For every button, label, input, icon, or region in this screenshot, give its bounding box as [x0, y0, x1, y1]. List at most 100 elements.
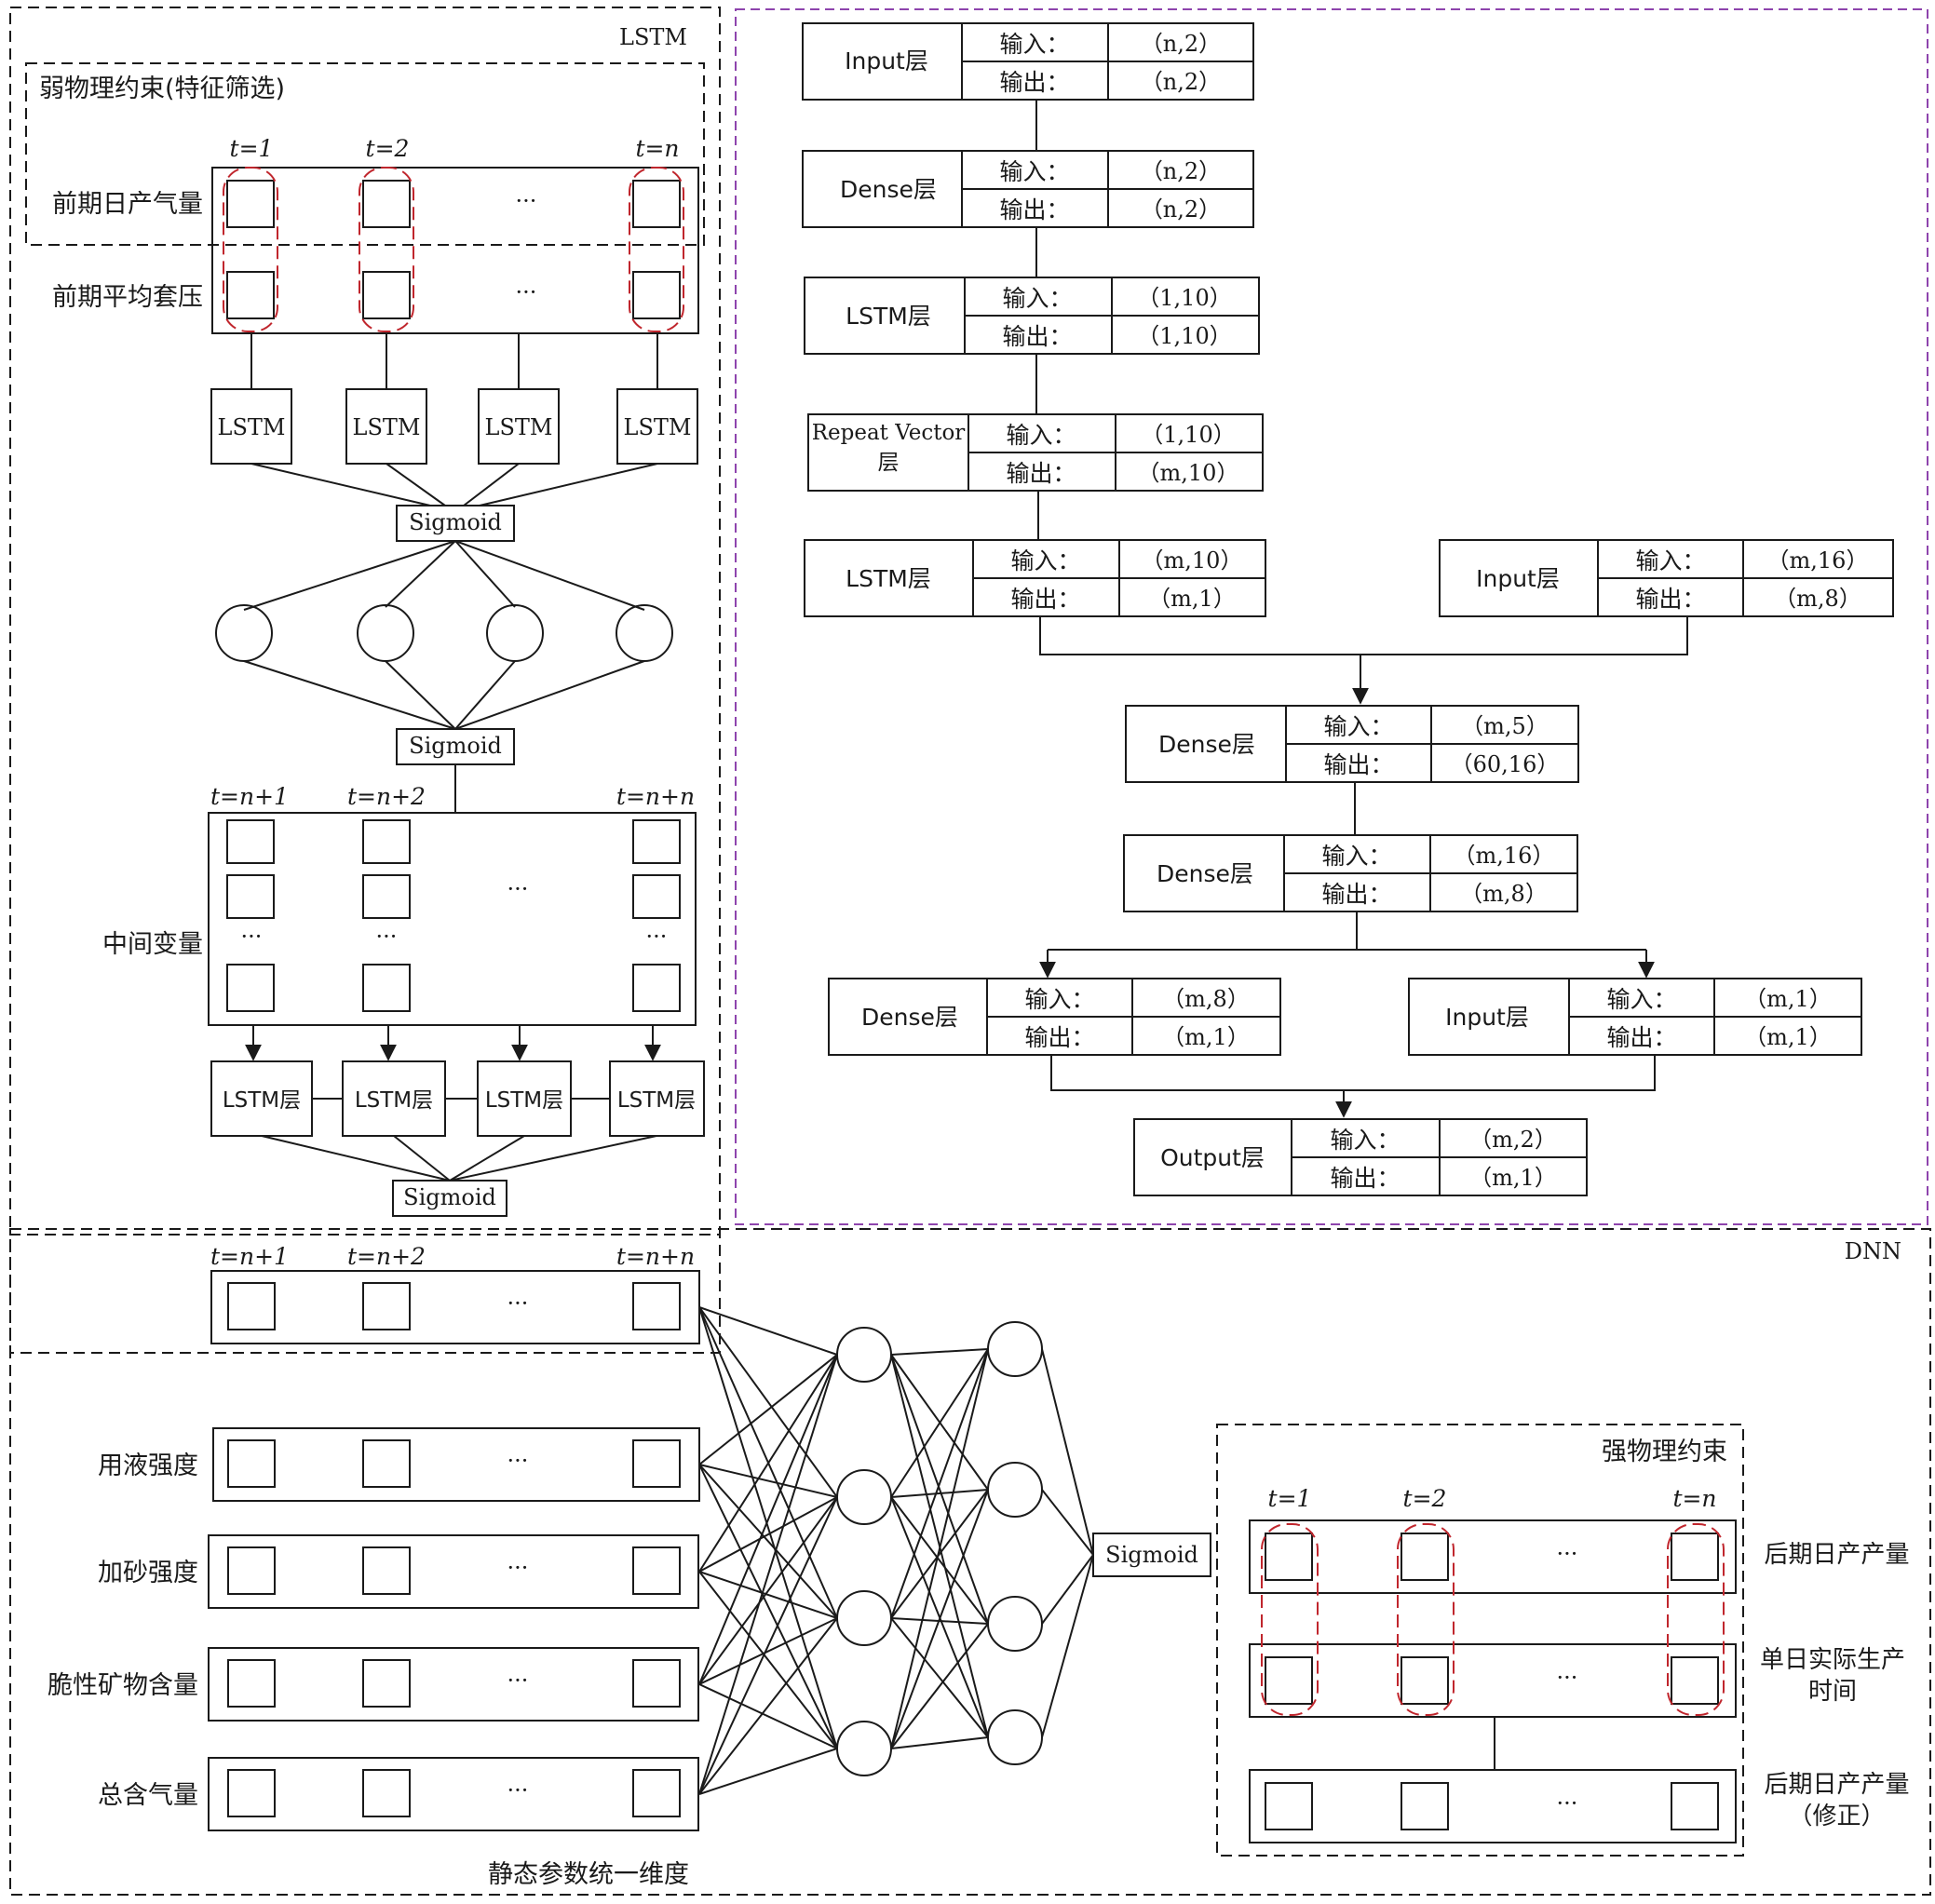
layer-name: Dense层 — [1157, 860, 1253, 887]
cell — [632, 1282, 681, 1330]
layer-output-shape: （m,1） — [1744, 1024, 1832, 1050]
out-label: 输出： — [1330, 1165, 1400, 1192]
merge-connector — [1050, 1055, 1656, 1091]
layer-input-shape: （1,10） — [1141, 422, 1235, 448]
out-label: 输出： — [1006, 460, 1076, 487]
cell — [226, 819, 275, 864]
cell — [632, 874, 681, 919]
lstm-panel-title: LSTM — [619, 24, 687, 50]
connection — [698, 1464, 838, 1498]
neuron — [987, 1462, 1043, 1518]
static-row-4: ··· 总含气量 — [98, 1757, 699, 1831]
layer-output-shape: （60,16） — [1451, 751, 1560, 777]
layer-input-shape: （m,16） — [1454, 843, 1555, 869]
layer-repeat-vector: Repeat Vector 层 输入： 输出： （1,10） （m,10） — [807, 413, 1264, 492]
layer-output-shape: （m,8） — [1774, 586, 1861, 612]
layer-input-shape: （m,8） — [1162, 986, 1250, 1012]
ellipsis: ··· — [507, 1448, 529, 1474]
row-label-gas: 前期日产气量 — [52, 190, 203, 219]
cell — [362, 874, 411, 919]
time-label-1: t=1 — [230, 135, 274, 162]
connection — [698, 1354, 838, 1685]
connection — [698, 1306, 838, 1498]
strong-row-1: ··· — [1249, 1519, 1737, 1594]
layer-output-shape: （m,1） — [1148, 586, 1236, 612]
out-label: 输出： — [999, 196, 1069, 223]
lstm-panel-frame — [9, 7, 721, 1236]
neuron — [836, 1327, 892, 1383]
future-time-label-n: t=n+n — [616, 783, 695, 810]
layer-dense-4: Dense层 输入： 输出： （m,8） （m,1） — [828, 978, 1281, 1056]
ellipsis: ··· — [507, 1555, 529, 1581]
time-step-highlight-2 — [1397, 1523, 1455, 1716]
neuron — [987, 1321, 1043, 1377]
layer-name: Input层 — [1476, 565, 1560, 592]
dnn-panel-frame — [9, 1228, 1931, 1896]
lstm-unit-label: LSTM — [218, 414, 286, 440]
neuron — [987, 1709, 1043, 1765]
connection — [890, 1489, 989, 1498]
layer-name: Input层 — [1445, 1004, 1529, 1031]
connection — [698, 1683, 838, 1749]
layer-output-shape: （m,1） — [1469, 1165, 1557, 1191]
layer-input-shape: （n,2） — [1141, 31, 1221, 57]
connection — [698, 1464, 838, 1749]
dnn-time-label-n: t=n+n — [616, 1243, 695, 1270]
lstm-unit-label: LSTM — [624, 414, 692, 440]
cell — [226, 874, 275, 919]
dnn-network — [698, 1306, 1094, 1795]
connection — [698, 1354, 838, 1465]
connection — [1041, 1489, 1094, 1556]
connection — [698, 1464, 838, 1619]
connection — [1041, 1554, 1094, 1625]
ellipsis: ··· — [1557, 1665, 1578, 1691]
layer-dense-2: Dense层 输入： 输出： （m,5） （60,16） — [1125, 705, 1579, 783]
connection — [698, 1496, 838, 1795]
time-step-highlight-n — [629, 167, 684, 332]
layer-output-shape: （n,2） — [1141, 196, 1221, 223]
ellipsis: ··· — [646, 924, 668, 950]
layer-name: Repeat Vector 层 — [811, 421, 966, 475]
connection — [698, 1617, 838, 1685]
strong-row-2: ··· — [1249, 1643, 1737, 1718]
dnn-sigmoid-box — [1092, 1533, 1211, 1577]
lstm-unit-label: LSTM — [485, 414, 553, 440]
dnn-time-label-1: t=n+1 — [210, 1243, 289, 1270]
time-step-highlight-n — [1667, 1523, 1725, 1716]
time-step-highlight-1 — [223, 167, 278, 332]
layer-name: Dense层 — [840, 176, 937, 203]
ellipsis: ··· — [507, 1290, 529, 1317]
in-label: 输入： — [999, 31, 1069, 58]
connector — [250, 463, 431, 506]
connector — [463, 463, 520, 506]
ellipsis: ··· — [1557, 1790, 1578, 1816]
merge-connector — [1039, 616, 1688, 655]
strong-row-3: ··· — [1249, 1769, 1737, 1843]
connector — [261, 1135, 451, 1182]
layer-name: Dense层 — [1158, 731, 1255, 758]
out-label: 输出： — [999, 69, 1069, 96]
layer-input-shape: （m,10） — [1142, 547, 1243, 574]
sigmoid-label: Sigmoid — [1105, 1542, 1198, 1568]
static-row-label: 总含气量 — [98, 1781, 198, 1810]
connection — [698, 1496, 838, 1573]
layer-input-shape: （1,10） — [1137, 285, 1231, 311]
connection — [890, 1736, 989, 1749]
layer-lstm-2: LSTM层 输入： 输出： （m,10） （m,1） — [804, 539, 1266, 617]
cell — [632, 964, 681, 1012]
cell-gas-1 — [226, 180, 275, 228]
layer-input-shape: （m,2） — [1469, 1127, 1557, 1153]
sigmoid-label: Sigmoid — [409, 733, 502, 759]
in-label: 输入： — [1606, 986, 1676, 1013]
connector — [454, 540, 645, 611]
connection — [698, 1306, 838, 1356]
ellipsis: ··· — [507, 876, 529, 902]
lstm-layer-label: LSTM层 — [355, 1088, 433, 1113]
connection — [698, 1617, 838, 1795]
static-row-2: ··· 加砂强度 — [98, 1534, 699, 1609]
cell — [362, 964, 411, 1012]
cell-pressure-n — [632, 271, 681, 319]
neuron — [987, 1596, 1043, 1652]
layer-output-shape: （m,8） — [1460, 881, 1548, 907]
layer-name: LSTM层 — [846, 565, 931, 592]
